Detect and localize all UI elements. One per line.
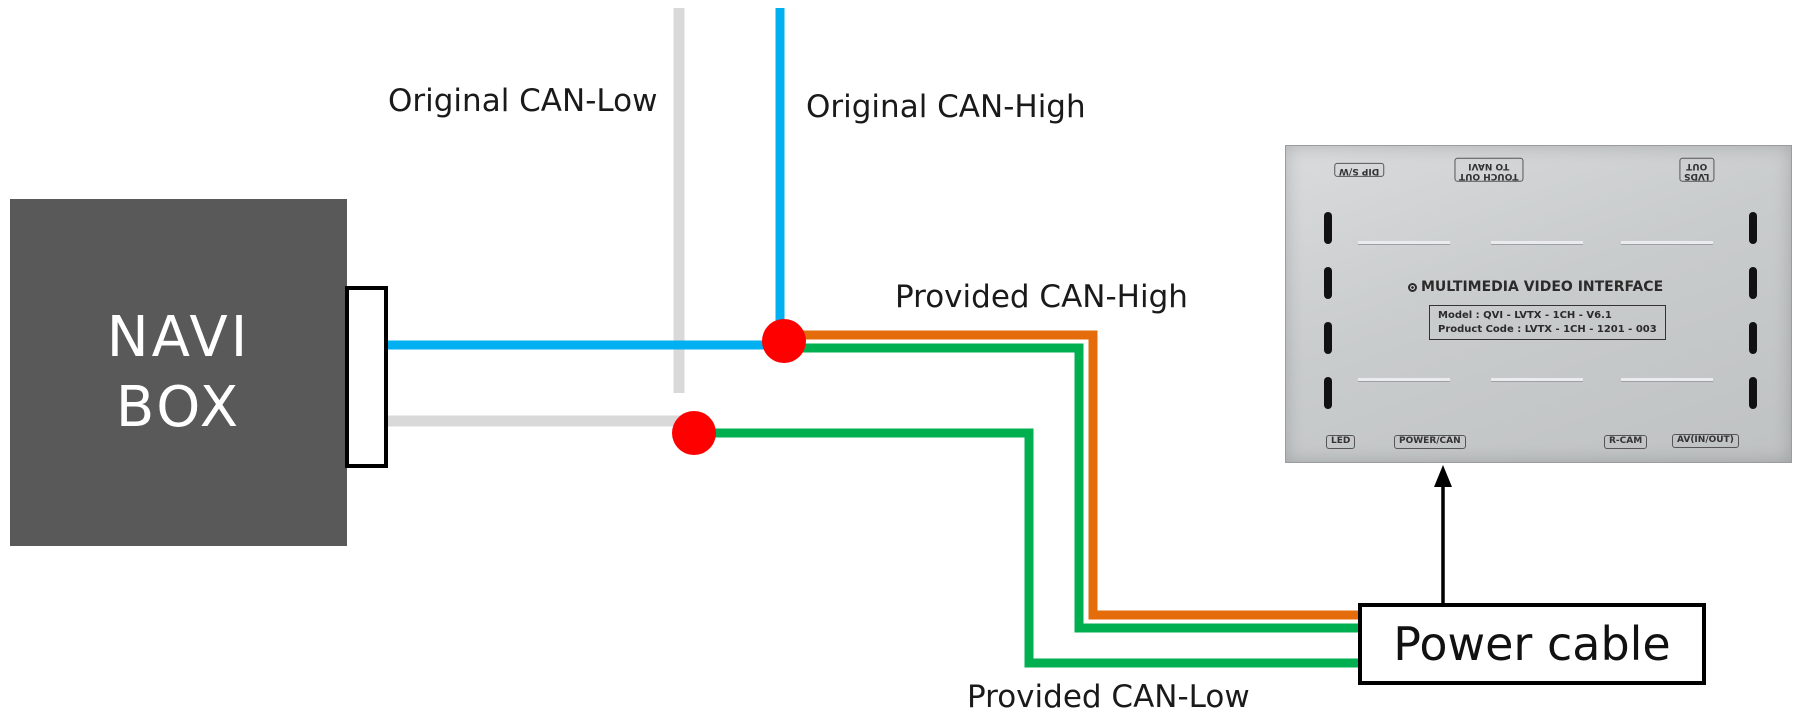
port-label-touch-out: TOUCH OUT TO NAVI (1454, 158, 1524, 182)
module-title: MULTIMEDIA VIDEO INTERFACE (1408, 279, 1663, 295)
port-label-dip-switch: DIP S/W (1334, 163, 1385, 177)
vent-slot (1749, 267, 1757, 299)
groove (1621, 241, 1713, 245)
module-product-code: Product Code : LVTX - 1CH - 1201 - 003 (1438, 323, 1657, 335)
port-label-r-cam: R-CAM (1604, 435, 1648, 449)
navi-box-connector (345, 286, 388, 468)
port-label-power-can: POWER/CAN (1394, 435, 1466, 449)
vent-slot (1324, 267, 1332, 299)
groove (1491, 378, 1583, 382)
module-title-text: MULTIMEDIA VIDEO INTERFACE (1421, 279, 1664, 295)
vent-slot (1324, 322, 1332, 354)
navi-box-line1: NAVI (106, 304, 251, 370)
port-label-led: LED (1326, 435, 1356, 449)
navi-box-line2: BOX (115, 374, 242, 440)
vent-slot (1749, 322, 1757, 354)
port-label-lvds-out: LVDS OUT (1679, 158, 1715, 182)
label-provided-can-high: Provided CAN-High (895, 279, 1188, 315)
vent-slot (1749, 212, 1757, 244)
port-label-av-in-out: AV(IN/OUT) (1672, 434, 1739, 448)
power-cable-label: Power cable (1393, 617, 1671, 671)
groove (1621, 378, 1713, 382)
vent-slot (1324, 212, 1332, 244)
label-original-can-low: Original CAN-Low (388, 83, 658, 119)
groove (1491, 241, 1583, 245)
splice-point-can-low (672, 411, 716, 455)
provided-can-high-wire (790, 330, 1358, 620)
power-cable-box: Power cable (1358, 603, 1706, 685)
multimedia-video-interface-photo: DIP S/W TOUCH OUT TO NAVI LVDS OUT MULTI… (1285, 145, 1792, 463)
navi-box: NAVI BOX (10, 199, 347, 546)
provided-can-high-green-wire (790, 343, 1358, 633)
logo-dot-icon (1408, 283, 1417, 292)
groove (1358, 378, 1450, 382)
splice-point-can-high (762, 319, 806, 363)
label-original-can-high: Original CAN-High (806, 89, 1086, 125)
module-model: Model : QVI - LVTX - 1CH - V6.1 (1438, 310, 1612, 321)
vent-slot (1749, 377, 1757, 409)
module-info-box: Model : QVI - LVTX - 1CH - V6.1 Product … (1429, 305, 1666, 340)
vent-slot (1324, 377, 1332, 409)
label-provided-can-low: Provided CAN-Low (967, 679, 1250, 715)
arrow-head-icon (1434, 465, 1452, 487)
groove (1358, 241, 1450, 245)
provided-can-low-wire (694, 428, 1358, 668)
